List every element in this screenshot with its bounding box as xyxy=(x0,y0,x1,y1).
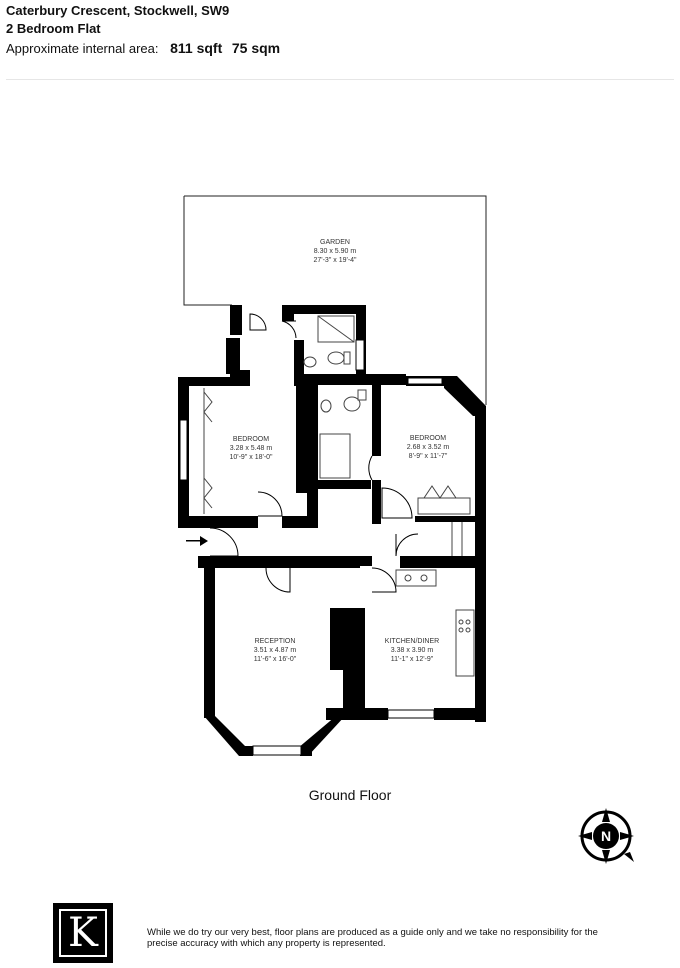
room-metric-garden: 8.30 x 5.90 m xyxy=(314,248,357,255)
floor-label: Ground Floor xyxy=(308,787,392,803)
windows xyxy=(179,339,443,756)
entrance-arrow-icon xyxy=(186,536,208,546)
fixtures xyxy=(203,315,475,677)
garden-outline xyxy=(183,195,487,405)
room-imperial-bedroom-2: 8'-9" x 11'-7" xyxy=(409,453,448,460)
room-imperial-reception: 11'-6" x 16'-0" xyxy=(254,656,297,663)
internal-area: Approximate internal area: 811 sqft 75 s… xyxy=(6,39,286,58)
room-metric-reception: 3.51 x 4.87 m xyxy=(254,647,297,654)
room-name-bedroom-2: BEDROOM xyxy=(410,435,446,442)
room-name-bedroom-1: BEDROOM xyxy=(233,436,269,443)
room-imperial-kitchen: 11'-1" x 12'-9" xyxy=(391,656,434,663)
area-sqm: 75 sqm xyxy=(231,40,281,56)
area-sqft: 811 sqft xyxy=(170,40,223,56)
logo-letter: K xyxy=(59,909,107,957)
walls xyxy=(178,305,486,756)
room-imperial-garden: 27'-3" x 19'-4" xyxy=(313,257,357,264)
room-imperial-bedroom-1: 10'-9" x 18'-0" xyxy=(229,454,273,461)
disclaimer-text: While we do try our very best, floor pla… xyxy=(147,927,598,949)
room-name-kitchen: KITCHEN/DINER xyxy=(385,638,439,645)
compass-icon: N xyxy=(578,808,634,864)
room-metric-bedroom-2: 2.68 x 3.52 m xyxy=(407,444,450,451)
property-type: 2 Bedroom Flat xyxy=(6,21,101,36)
agency-logo-icon: K xyxy=(53,903,113,963)
compass-letter: N xyxy=(601,828,611,844)
header-divider xyxy=(6,79,674,80)
room-name-reception: RECEPTION xyxy=(255,638,296,645)
doors xyxy=(209,313,419,593)
room-name-garden: GARDEN xyxy=(320,239,350,246)
room-metric-kitchen: 3.38 x 3.90 m xyxy=(391,647,434,654)
property-address: Caterbury Crescent, Stockwell, SW9 xyxy=(6,3,230,18)
area-label: Approximate internal area: xyxy=(6,41,159,56)
room-metric-bedroom-1: 3.28 x 5.48 m xyxy=(230,445,273,452)
